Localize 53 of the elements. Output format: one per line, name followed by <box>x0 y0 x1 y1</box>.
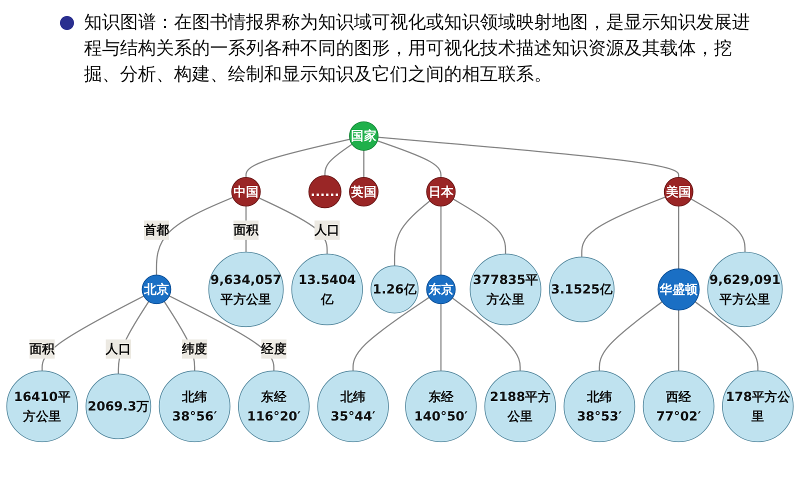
node-circle: 中国 <box>231 177 261 207</box>
edge-label: 首都 <box>144 222 170 238</box>
connector <box>678 310 680 372</box>
connector <box>42 296 144 372</box>
edge-label: 人口 <box>106 341 132 356</box>
node-circle: 西经77°02′ <box>642 370 714 442</box>
node-circle: 北纬35°44′ <box>317 370 389 442</box>
node-circle: 2188平方公里 <box>484 370 556 442</box>
connector <box>694 302 758 372</box>
connector <box>581 196 666 258</box>
connector <box>598 302 662 372</box>
node-circle: 北纬38°53′ <box>564 370 636 442</box>
edge-label: 人口 <box>314 222 340 238</box>
description-paragraph: 知识图谱：在图书情报界称为知识域可视化或知识领域映射地图，是显示知识发展进程与结构关系的一系列各种不同的图形，用可视化技术描述知识资源及其载体，挖掘、分析、构建、绘制和显示知识及它们之间的相互联系。 <box>84 11 751 87</box>
node-circle: 日本 <box>426 177 456 207</box>
node-circle: 国家 <box>349 122 379 152</box>
connector <box>156 197 234 276</box>
connector <box>678 206 680 270</box>
connector <box>452 198 506 254</box>
edge-label: 纬度 <box>182 341 208 356</box>
node-circle: 9,634,057平方公里 <box>208 252 284 328</box>
connector <box>245 138 350 178</box>
edge-label: 面积 <box>233 222 259 238</box>
edge-label: 面积 <box>30 341 55 356</box>
node-circle: 华盛顿 <box>658 268 700 311</box>
node-circle: 9,629,091平方公里 <box>707 252 783 328</box>
connector <box>377 140 442 178</box>
connector <box>169 296 274 372</box>
connector <box>394 200 430 266</box>
node-circle: 16410平方公里 <box>6 370 78 442</box>
node-circle: 178平方公里 <box>722 370 794 442</box>
connector <box>363 150 364 178</box>
connector <box>452 298 521 372</box>
connector <box>440 304 442 372</box>
node-circle: 东经140°50′ <box>405 370 477 442</box>
node-circle: ...... <box>308 176 342 209</box>
node-circle: 东京 <box>426 274 456 304</box>
node-circle: 东经116°20′ <box>238 370 310 442</box>
node-circle: 北京 <box>142 274 172 304</box>
connector <box>690 198 746 252</box>
node-circle: 北纬38°56′ <box>158 370 230 442</box>
connector <box>378 136 680 178</box>
connector <box>324 144 352 176</box>
node-circle: 美国 <box>664 177 694 207</box>
node-circle: 377835平方公里 <box>470 254 542 326</box>
node-circle: 13.5404亿 <box>291 254 363 326</box>
edge-label: 经度 <box>261 341 286 356</box>
connector <box>352 297 430 372</box>
connector <box>440 206 442 276</box>
node-circle: 3.1525亿 <box>548 256 615 322</box>
node-circle: 2069.3万 <box>86 374 152 440</box>
node-circle: 1.26亿 <box>370 266 419 314</box>
node-circle: 英国 <box>349 177 379 207</box>
